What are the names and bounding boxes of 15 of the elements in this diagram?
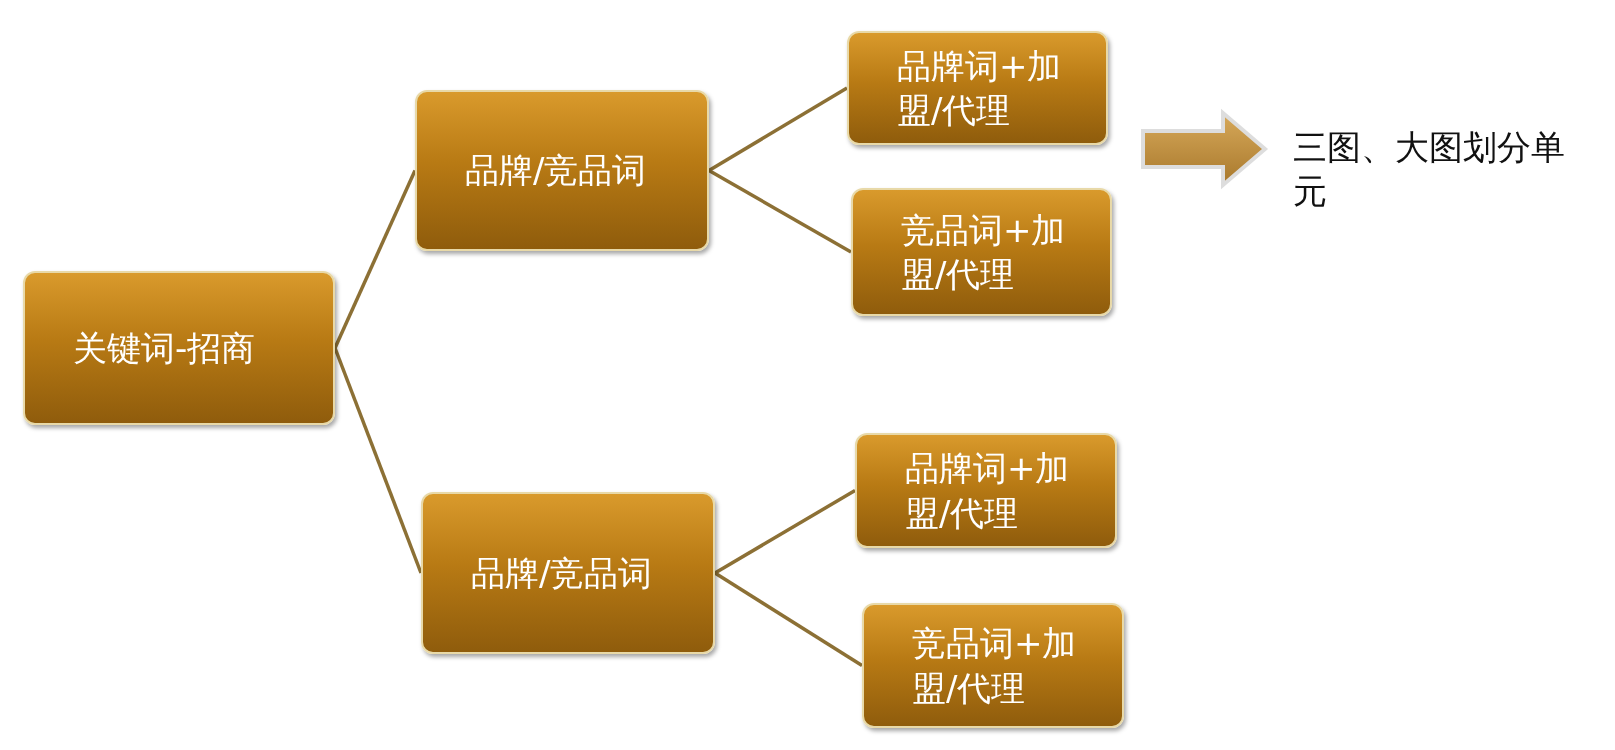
connector-line <box>708 86 848 172</box>
connector-line <box>714 489 856 575</box>
note-text: 三图、大图划分单元 <box>1293 125 1593 214</box>
category-box: 竞品词+加盟/代理 <box>851 188 1112 316</box>
connector-line <box>333 347 423 574</box>
category-box: 品牌/竞品词 <box>421 492 715 654</box>
connector-line <box>714 571 863 667</box>
category-box: 品牌词+加盟/代理 <box>855 433 1117 548</box>
category-box: 竞品词+加盟/代理 <box>862 603 1124 728</box>
connector-line <box>708 169 852 254</box>
connector-line <box>333 169 417 349</box>
category-box: 关键词-招商 <box>23 271 335 425</box>
category-box: 品牌/竞品词 <box>415 90 709 251</box>
block-arrow <box>1141 108 1269 190</box>
category-box: 品牌词+加盟/代理 <box>847 31 1108 145</box>
